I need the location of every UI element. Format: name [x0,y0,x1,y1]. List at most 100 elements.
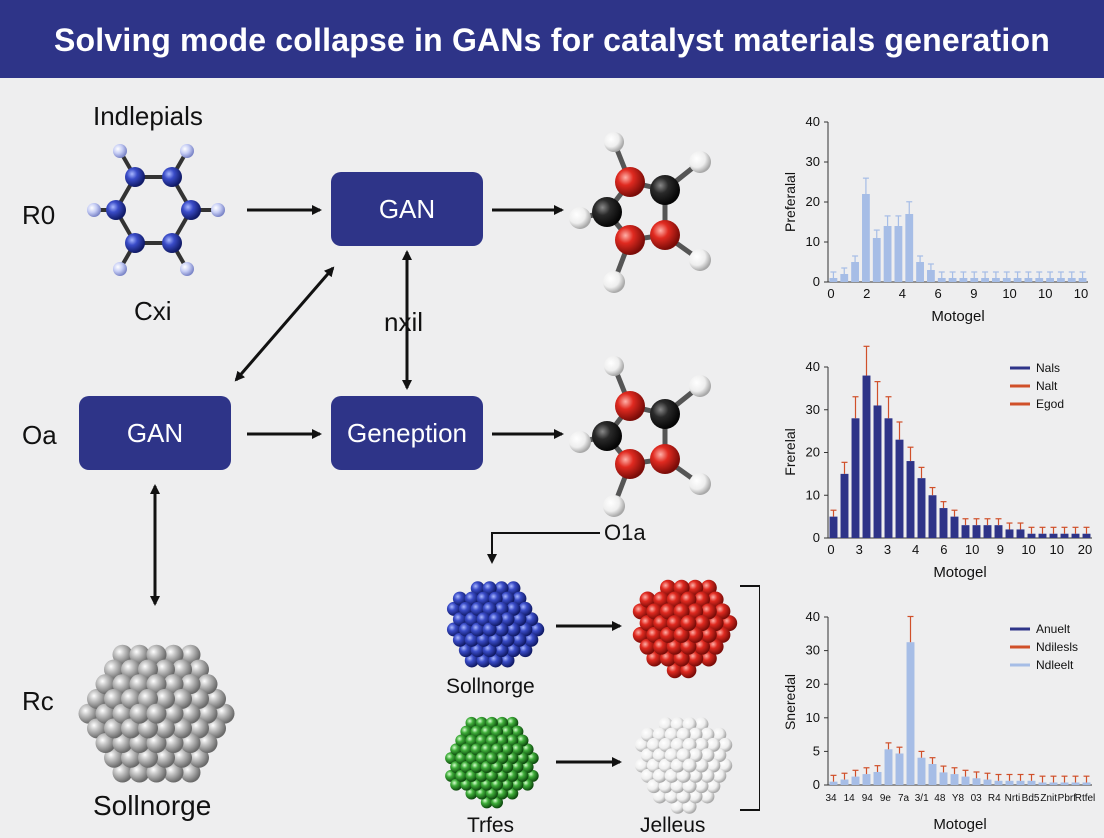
chart-2-bar [1005,529,1014,538]
jelleus-label: Jelleus [640,814,706,837]
chart-2-bar [851,418,860,538]
chart-3-bar [906,642,915,785]
chart-3-bar [1060,782,1069,785]
chart-2-xtick-label: 10 [1021,542,1035,557]
chart-2-bar [1049,533,1058,538]
chart-1-bar [948,278,957,282]
row-label-oa: Oa [22,420,57,450]
chart-1-bar [851,262,859,282]
chart-3-bar [873,771,882,785]
sollnorge-large-label: Sollnorge [93,790,212,821]
chart-3-bar [884,749,893,785]
chart-2-ytick-label: 20 [806,445,820,460]
chart-2-bar [950,516,959,538]
chart-3-bar [939,772,948,785]
chart-2-bar [972,525,981,538]
chart-2-ytick-label: 10 [806,487,820,502]
chart-3-ytick-label: 30 [806,643,820,658]
arrow-gan-diagonal [234,266,335,382]
chart-3-bar [994,780,1003,785]
hexagon-molecule-icon [87,144,225,276]
chart-1-bar [883,226,892,282]
chart-2-bar [983,525,992,538]
chart-1-bar [981,278,989,282]
molecule-caption: Cxi [134,296,172,326]
product-molecule-top-icon [569,132,711,293]
gray-nanocluster-icon [78,644,235,783]
chart-1-bar [862,194,870,282]
chart-1-bar [894,226,903,282]
o1a-label: O1a [604,520,646,545]
green-nanocluster-icon [445,716,539,809]
generation-box: Geneption [331,396,483,470]
chart-3-xtick-label: Znit [1040,793,1057,804]
chart-1-bar [1067,278,1076,282]
gan-box-left: GAN [79,396,231,470]
diagram-graphics [78,132,760,814]
chart-3-bar [1016,780,1025,785]
chart-3-xtick-label: 7a [898,793,910,804]
chart-2-xlabel: Motogel [933,564,986,581]
chart-1-bar [959,278,968,282]
chart-2-bar [928,495,937,538]
blue-nanocluster-icon [446,581,545,668]
page-title: Solving mode collapse in GANs for cataly… [54,22,1050,58]
chart-3-bar [950,774,959,785]
chart-3-ytick-label: 40 [806,609,820,624]
chart-1-xtick-label: 2 [863,286,870,301]
chart-2-xtick-label: 10 [1050,542,1064,557]
chart-1-ylabel: Preferalal [782,172,798,232]
chart-3-xtick-label: 14 [844,793,856,804]
chart-3-ytick-label: 20 [806,676,820,691]
chart-3-bar [1038,782,1047,785]
chart-1-bar [1002,278,1011,282]
chart-3-xtick-label: Nrti [1005,793,1021,804]
chart-1-ytick-label: 30 [806,154,820,169]
chart-1-xtick-label: 10 [1074,286,1088,301]
sollnorge-small-label: Sollnorge [446,675,535,698]
chart-3-legend-label: Anuelt [1036,622,1071,636]
chart-3-ytick-label: 10 [806,710,820,725]
chart-2-bar [994,525,1003,538]
chart-3-bar [1082,782,1091,785]
chart-1-bar [937,278,946,282]
chart-2-bar [1082,533,1091,538]
chart-1-xtick-label: 6 [935,286,942,301]
chart-1-xtick-label: 0 [827,286,834,301]
chart-2-xtick-label: 3 [884,542,891,557]
title-banner: Solving mode collapse in GANs for cataly… [0,0,1104,78]
chart-1-bar [927,270,935,282]
chart-2-ytick-label: 0 [813,530,820,545]
chart-2-bar [884,418,893,538]
chart-3-xtick-label: Bd5 [1022,793,1040,804]
chart-1-bar [1057,278,1065,282]
chart-2-bar [917,478,926,538]
chart-1-bar [872,238,881,282]
white-nanocluster-icon [634,717,733,814]
chart-2-legend-label: Nals [1036,361,1060,375]
chart-2-ytick-label: 40 [806,359,820,374]
chart-3-xtick-label: 9e [880,793,892,804]
chart-3-bar [862,774,871,785]
chart-1-xtick-label: 9 [970,286,977,301]
chart-1-bar [992,278,1000,282]
chart-3-xtick-label: 34 [825,793,837,804]
chart-2-xtick-label: 20 [1078,542,1092,557]
chart-2-xtick-label: 6 [940,542,947,557]
chart-1-bar [916,262,924,282]
row-label-rc: Rc [22,686,54,716]
chart-1-bar [1035,278,1044,282]
chart-3-legend-label: Ndleelt [1036,658,1074,672]
chart-2-bar [939,508,948,538]
chart-3-xtick-label: 48 [934,793,946,804]
chart-3-xtick-label: 03 [971,793,983,804]
chart-3-xtick-label: Pbrf [1058,793,1077,804]
chart-2-bar [862,375,871,538]
chart-2-xtick-label: 4 [912,542,919,557]
chart-3-bar [895,753,904,785]
chart-2-legend-label: Nalt [1036,379,1058,393]
chart-3-bar [972,778,981,785]
chart-3-bar [1005,780,1014,785]
chart-1-xlabel: Motogel [931,308,984,325]
